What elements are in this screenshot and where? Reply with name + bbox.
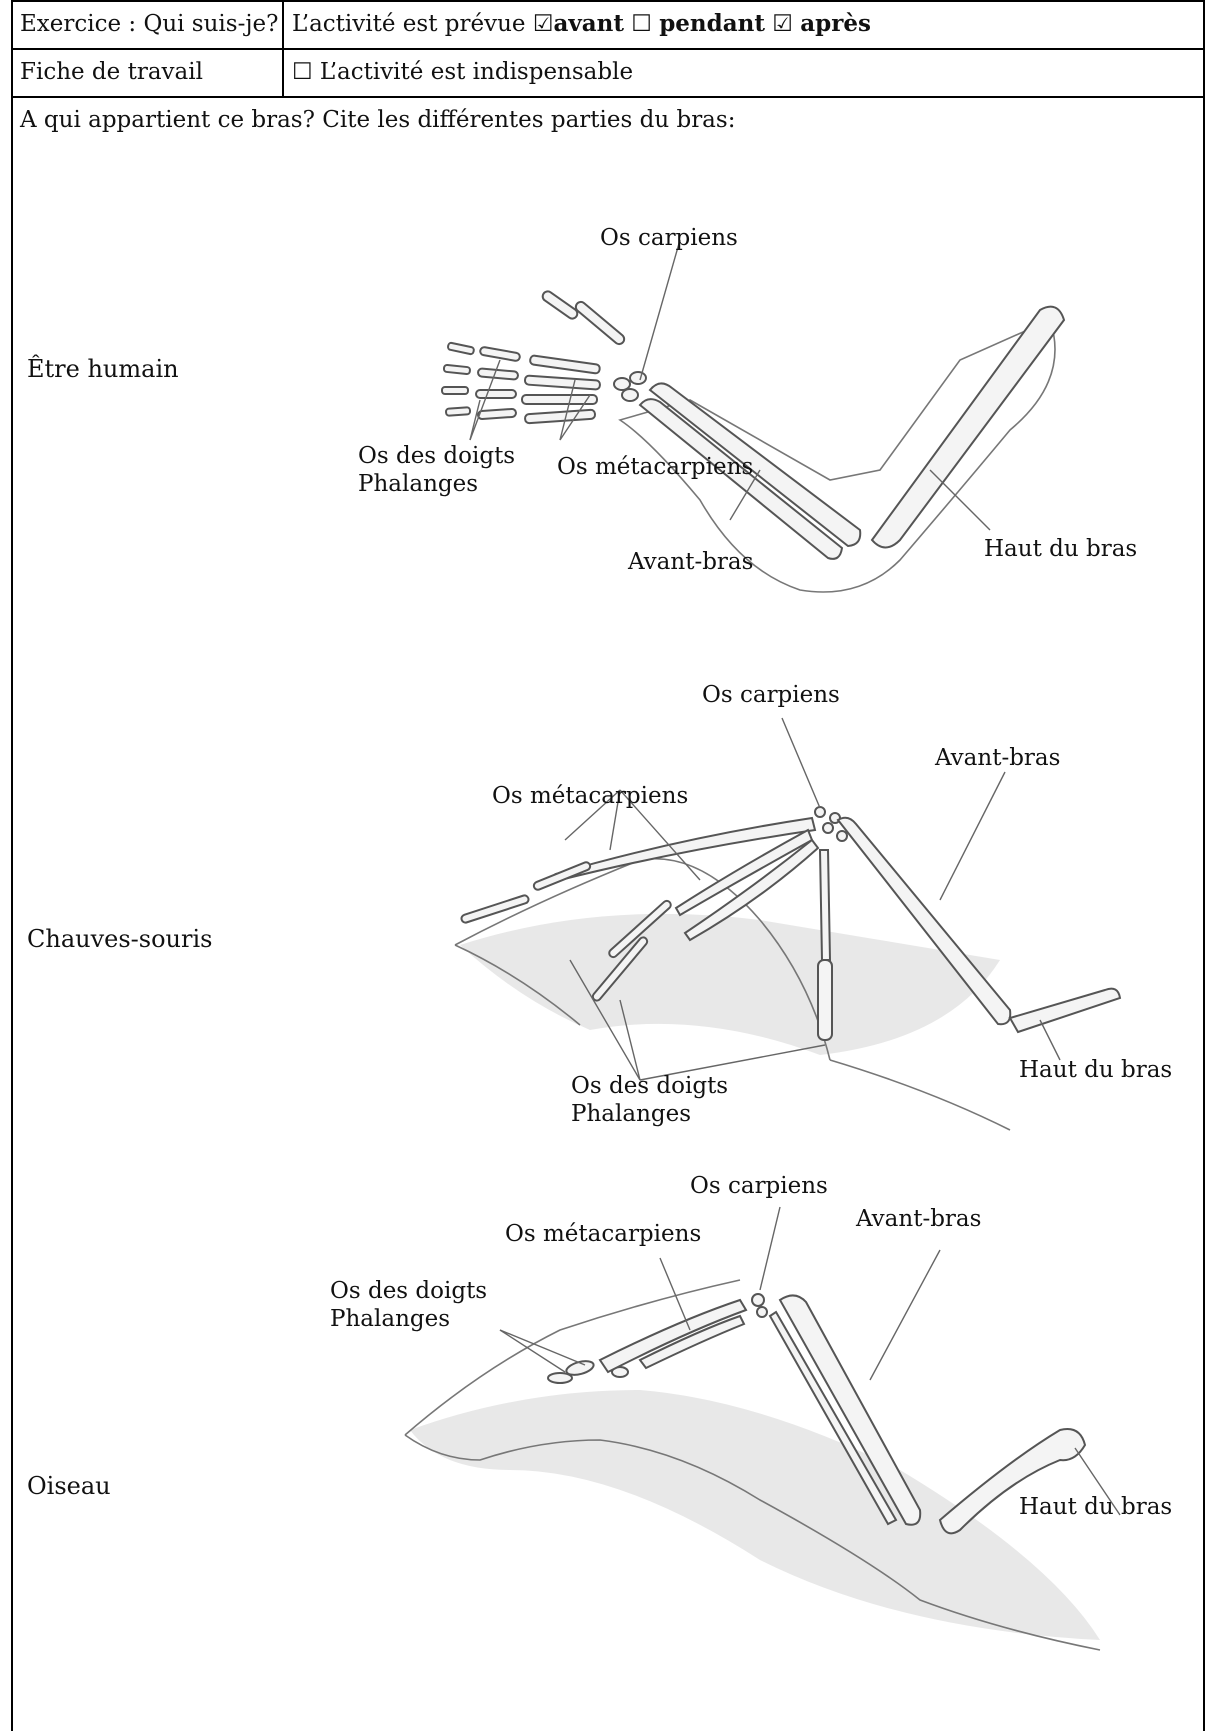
label-upper-arm: Haut du bras xyxy=(984,535,1137,563)
label-fingers: Os des doigts Phalanges xyxy=(358,442,515,498)
bird-wing-drawing xyxy=(405,1207,1120,1650)
label-metacarpals: Os métacarpiens xyxy=(557,453,753,481)
label-carpals: Os carpiens xyxy=(600,224,738,252)
label-metacarpals: Os métacarpiens xyxy=(505,1220,701,1248)
label-forearm: Avant-bras xyxy=(935,744,1060,772)
animal-bird: Oiseau xyxy=(27,1471,111,1501)
label-metacarpals: Os métacarpiens xyxy=(492,782,688,810)
label-fingers: Os des doigts Phalanges xyxy=(571,1072,728,1128)
label-upper-arm: Haut du bras xyxy=(1019,1056,1172,1084)
label-carpals: Os carpiens xyxy=(702,681,840,709)
label-fingers: Os des doigts Phalanges xyxy=(330,1277,487,1333)
label-forearm: Avant-bras xyxy=(628,548,753,576)
animal-bat: Chauves-souris xyxy=(27,924,212,954)
label-forearm: Avant-bras xyxy=(856,1205,981,1233)
label-carpals: Os carpiens xyxy=(690,1172,828,1200)
label-upper-arm: Haut du bras xyxy=(1019,1493,1172,1521)
animal-human: Être humain xyxy=(27,354,179,384)
human-arm-drawing xyxy=(442,240,1064,592)
